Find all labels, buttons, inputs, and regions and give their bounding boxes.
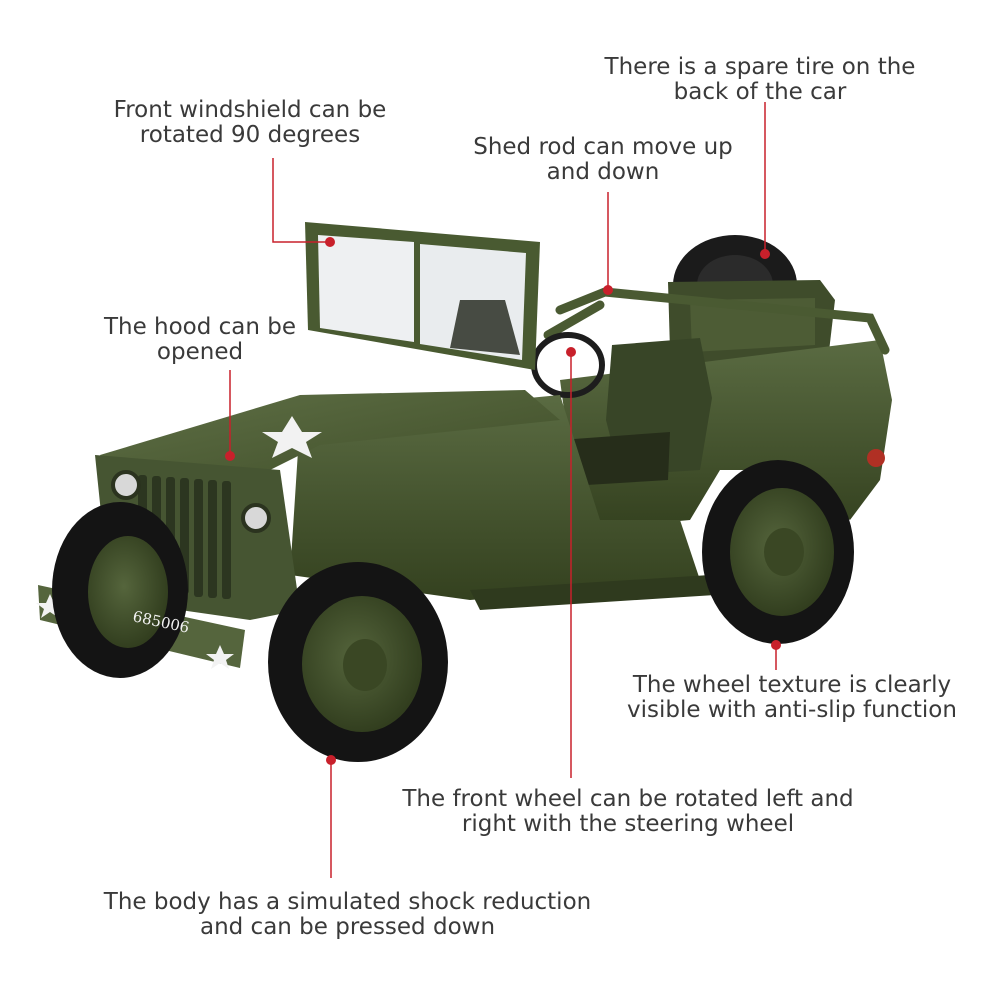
rear-right-wheel xyxy=(702,460,854,644)
callout-dots xyxy=(225,237,781,765)
callout-windshield: Front windshield can be rotated 90 degre… xyxy=(113,97,387,148)
callout-front-wheel: The front wheel can be rotated left and … xyxy=(402,786,854,837)
line-windshield xyxy=(272,158,328,243)
shed-rod xyxy=(543,287,890,355)
hood-star-icon xyxy=(262,416,322,458)
dot-hood xyxy=(225,451,235,461)
dot-windshield xyxy=(325,237,335,247)
dot-shock xyxy=(326,755,336,765)
headlight-right xyxy=(241,503,271,533)
dot-wheel-texture xyxy=(771,640,781,650)
bumper-star-right-icon xyxy=(206,645,234,669)
callout-shock: The body has a simulated shock reduction… xyxy=(103,889,592,940)
callout-hood: The hood can be opened xyxy=(103,314,297,365)
front-seat xyxy=(560,338,712,486)
headlight-left xyxy=(111,470,141,500)
dot-spare-tire xyxy=(760,249,770,259)
tail-light xyxy=(867,449,885,467)
front-right-wheel xyxy=(268,562,448,762)
callout-shed-rod: Shed rod can move up and down xyxy=(473,134,733,185)
side-body xyxy=(290,395,715,610)
callout-lines xyxy=(229,102,777,878)
dot-front-wheel xyxy=(566,347,576,357)
hood xyxy=(100,390,560,485)
dot-shed-rod xyxy=(603,285,613,295)
callout-spare-tire: There is a spare tire on the back of the… xyxy=(604,54,916,105)
windshield xyxy=(305,222,540,370)
front-left-wheel xyxy=(52,502,188,678)
callout-wheel-texture: The wheel texture is clearly visible wit… xyxy=(627,672,957,723)
